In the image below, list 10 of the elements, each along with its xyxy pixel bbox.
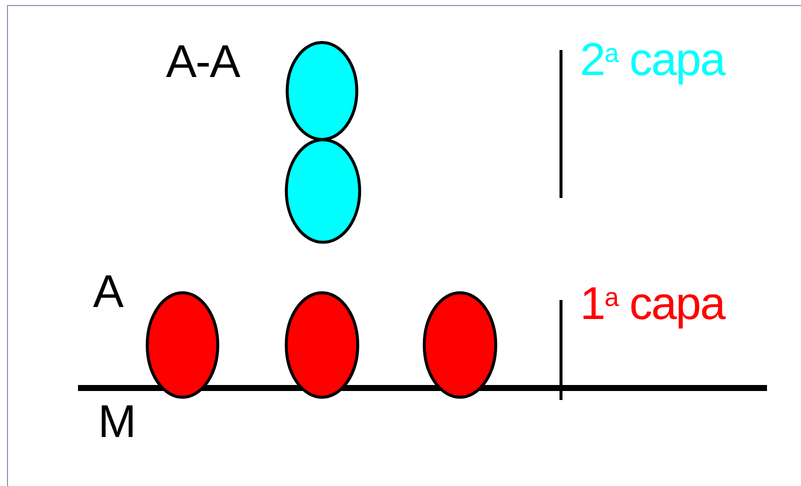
particle-ellipse — [284, 137, 362, 245]
layer-label: 2$^{a}$ capa — [580, 36, 725, 82]
section-label: A-A — [166, 38, 240, 84]
particle-ellipse — [422, 290, 498, 400]
point-label: A — [93, 268, 123, 314]
layer-label: 1$^{a}$ capa — [580, 280, 725, 326]
base-label: M — [98, 398, 136, 444]
particle-ellipse — [145, 290, 220, 400]
particle-ellipse — [284, 290, 360, 400]
particle-ellipse — [285, 40, 359, 142]
